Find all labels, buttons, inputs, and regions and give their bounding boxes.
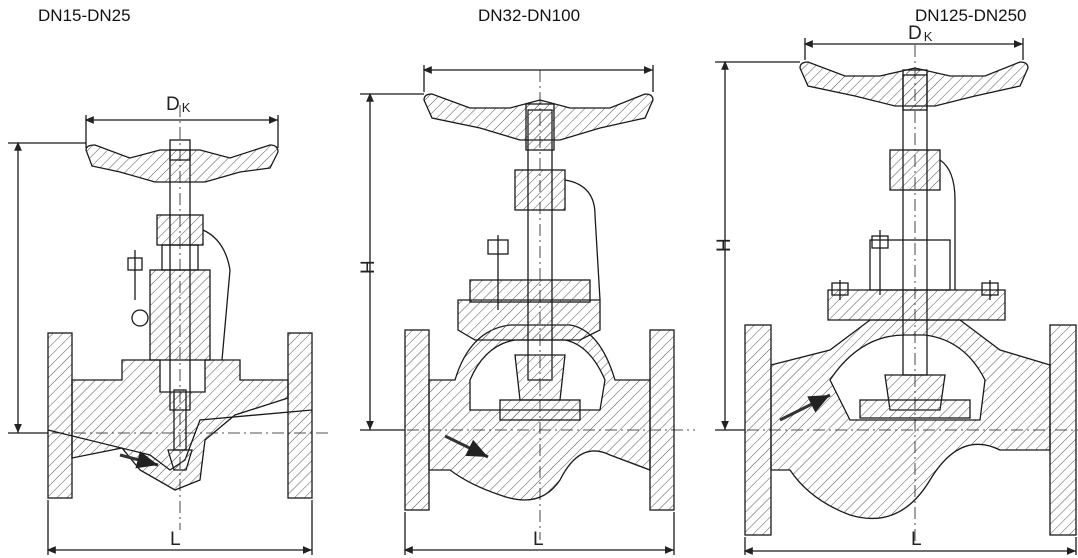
dim-l-medium: L bbox=[533, 529, 544, 550]
size-label-medium: DN32-DN100 bbox=[478, 6, 581, 25]
dim-h-medium: H bbox=[358, 260, 379, 274]
dim-l-small: L bbox=[170, 529, 181, 550]
dim-h-large: H bbox=[714, 238, 735, 252]
dim-l-large: L bbox=[911, 529, 922, 550]
valve-medium bbox=[360, 65, 695, 555]
size-label-large: DN125-DN250 bbox=[915, 6, 1027, 25]
valve-small bbox=[8, 105, 330, 555]
size-label-small: DN15-DN25 bbox=[38, 6, 131, 25]
valve-large bbox=[715, 38, 1078, 555]
